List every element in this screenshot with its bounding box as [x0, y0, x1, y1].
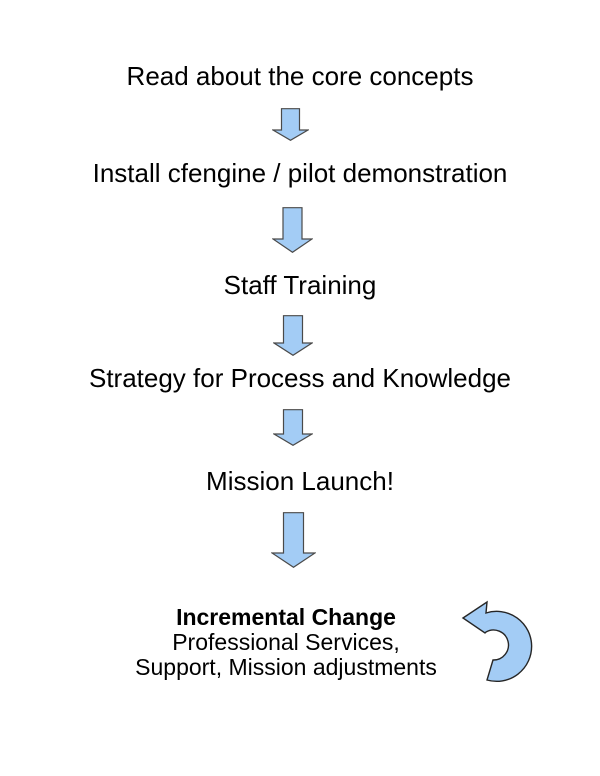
down-arrow-icon [273, 409, 313, 446]
step-label-mission-launch: Mission Launch! [206, 466, 394, 496]
down-arrow-icon [271, 512, 316, 568]
step-label-install-cfengine: Install cfengine / pilot demonstration [92, 158, 508, 188]
step-label-staff-training: Staff Training [223, 270, 377, 300]
step-label-strategy: Strategy for Process and Knowledge [88, 363, 512, 393]
step-label-read-concepts: Read about the core concepts [126, 61, 474, 91]
rotate-left-cycle-arrow-icon [461, 600, 533, 683]
final-step: Incremental Change Professional Services… [0, 605, 572, 680]
down-arrow-icon [273, 315, 313, 356]
down-arrow-icon [272, 207, 313, 253]
down-arrow-icon [272, 108, 309, 141]
final-step-line2: Professional Services, [172, 629, 400, 655]
final-step-title: Incremental Change [176, 604, 396, 630]
final-step-line3: Support, Mission adjustments [135, 654, 437, 680]
